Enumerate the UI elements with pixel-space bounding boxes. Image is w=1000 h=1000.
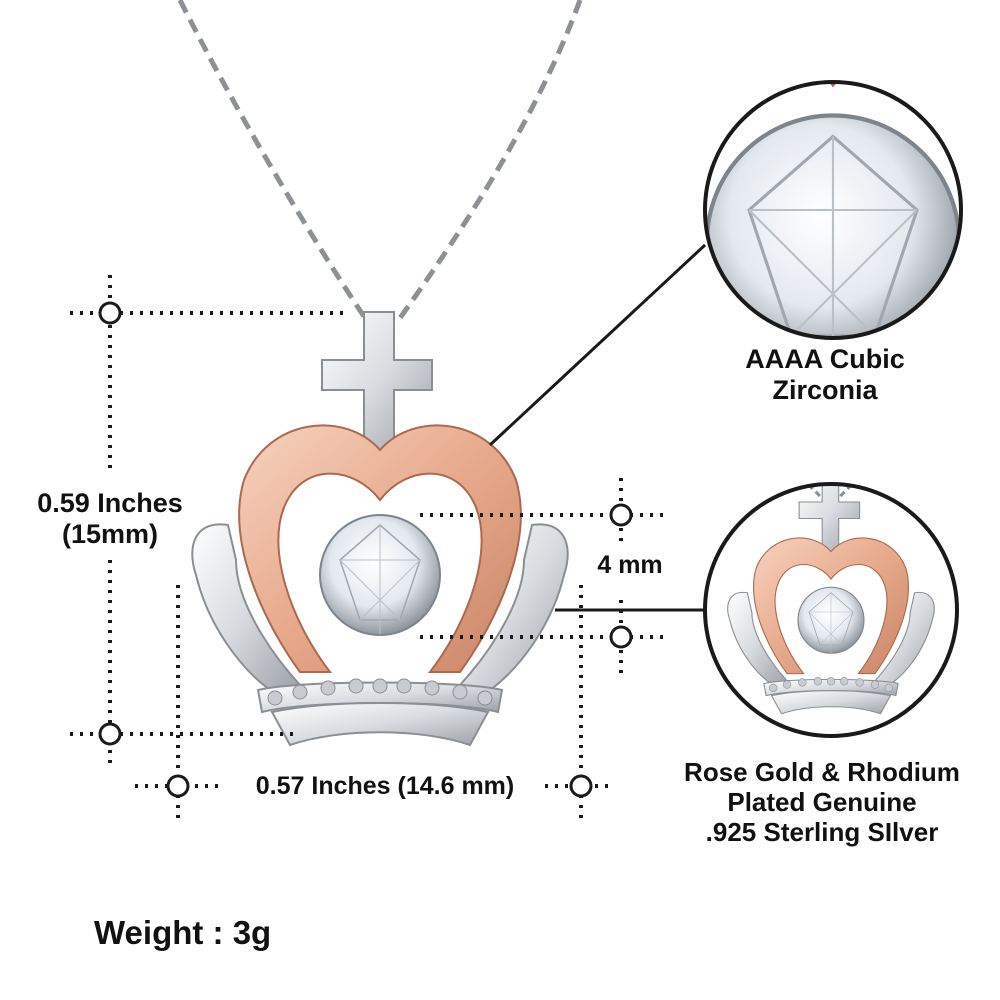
- necklace-chain: [177, 0, 583, 320]
- callout-lines: [488, 243, 707, 612]
- stone-feature-line-2: Zirconia: [772, 375, 878, 406]
- metal-feature-line-1: Rose Gold & Rhodium: [684, 757, 960, 787]
- stone-closeup: [703, 80, 963, 340]
- pendant-closeup: [703, 482, 959, 738]
- height-mm: (15mm): [61, 519, 159, 550]
- dimension-markers: [98, 301, 633, 798]
- weight-label: Weight : 3g: [94, 914, 272, 951]
- height-inches: 0.59 Inches: [37, 488, 183, 518]
- dimension-guides: [70, 275, 665, 825]
- width-label: 0.57 Inches (14.6 mm): [255, 772, 515, 800]
- stone-feature-line-1: AAAA Cubic: [745, 344, 905, 374]
- metal-feature-line-2: Plated Genuine: [727, 786, 917, 817]
- metal-feature-label: Rose Gold & Rhodium Plated Genuine .925 …: [652, 757, 992, 848]
- crown-pendant: [191, 311, 569, 746]
- stone-feature-label: AAAA Cubic Zirconia: [700, 344, 950, 406]
- metal-feature-line-3: .925 Sterling SIlver: [705, 816, 939, 847]
- stone-size-label: 4 mm: [597, 551, 663, 579]
- height-label: 0.59 Inches (15mm): [10, 488, 210, 550]
